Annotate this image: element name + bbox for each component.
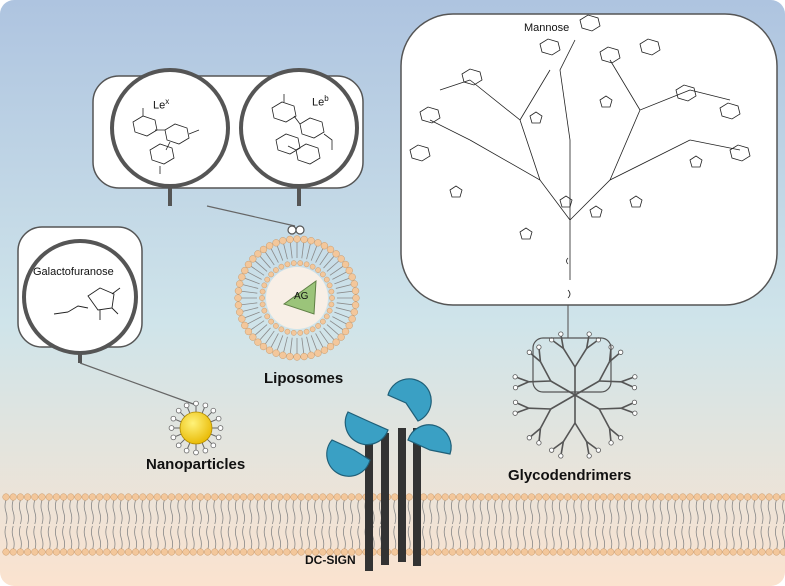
dendrimer-highlight-box — [532, 337, 612, 393]
lewis-antigens-callout — [92, 68, 364, 206]
nanoparticles-label: Nanoparticles — [146, 456, 246, 473]
lewis-x-label: Lex — [153, 97, 170, 112]
mannose-dendrimer-callout — [400, 13, 778, 306]
glycodendrimers-label: Glycodendrimers — [508, 467, 632, 484]
mannose-dendrimer-structure — [409, 14, 751, 299]
nanoparticle — [168, 400, 224, 456]
cell-membrane — [2, 493, 785, 556]
liposomes-label: Liposomes — [264, 370, 344, 387]
lewis-b-label: Leb — [312, 94, 329, 109]
lewis-x-molecule — [132, 108, 200, 174]
lewis-x-structure-frame — [110, 68, 230, 188]
dc-sign-label: DC-SIGN — [305, 553, 356, 567]
carbohydrate-recognition-domains — [326, 378, 452, 477]
liposome-ligand — [287, 225, 305, 235]
galactofuranose-label: Galactofuranose — [33, 266, 114, 278]
galactofuranose-callout — [17, 226, 143, 363]
triazole-rings — [449, 95, 703, 240]
ag-label: AG — [294, 291, 309, 302]
dc-sign-receptor — [326, 378, 452, 571]
ag-triangle — [282, 279, 317, 315]
galactofuranose-molecule — [53, 287, 121, 320]
receptor-stalks — [365, 428, 421, 571]
mannose-label: Mannose — [524, 22, 570, 34]
connector-lines — [79, 205, 569, 406]
lewis-b-structure-frame — [239, 68, 359, 188]
glycodendrimer-schematic — [512, 331, 638, 459]
lewis-b-molecule — [271, 94, 333, 165]
